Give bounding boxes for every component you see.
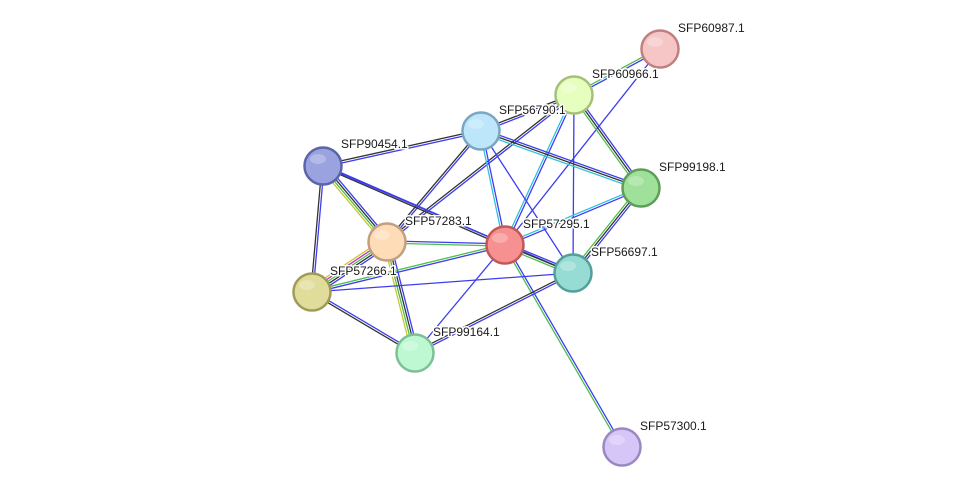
edge-n2-n7 (503, 93, 576, 247)
node-highlight (310, 154, 326, 164)
edge-n8-n10 (413, 271, 575, 355)
edge-evidence-line (311, 243, 506, 292)
edge-evidence-line (321, 166, 506, 247)
edge-evidence-line (504, 48, 661, 246)
node-circle[interactable] (292, 272, 332, 312)
edge-evidence-line (310, 292, 416, 355)
edge-n3-n6 (385, 129, 483, 244)
edge-n3-n4 (322, 129, 482, 168)
edge-n3-n5 (479, 128, 643, 191)
node-highlight (561, 83, 577, 93)
node-circle[interactable] (367, 222, 407, 262)
edge-n7-n11 (503, 243, 624, 449)
node-circle[interactable] (602, 427, 642, 467)
node-SFP60966.1[interactable] (554, 75, 594, 115)
edge-evidence-line (387, 131, 483, 244)
edge-n7-n10 (414, 244, 506, 354)
node-circle[interactable] (303, 146, 343, 186)
edge-n1-n7 (504, 48, 661, 246)
edge-evidence-line (505, 243, 624, 448)
edge-evidence-line (414, 273, 575, 355)
node-label: SFP90454.1 (341, 137, 408, 151)
node-SFP56790.1[interactable] (461, 111, 501, 151)
edge-evidence-line (311, 245, 506, 294)
edge-n3-n8 (480, 130, 574, 274)
node-label: SFP99198.1 (659, 160, 726, 174)
node-highlight (628, 176, 644, 186)
node-SFP57295.1[interactable] (485, 225, 525, 265)
node-SFP57266.1[interactable] (292, 272, 332, 312)
edge-evidence-line (479, 132, 641, 191)
node-SFP60987.1[interactable] (640, 29, 680, 69)
node-highlight (609, 435, 625, 445)
node-circle[interactable] (621, 168, 661, 208)
edge-evidence-line (385, 93, 574, 242)
edge-n4-n9 (310, 165, 325, 293)
node-highlight (402, 341, 418, 351)
labels-layer: SFP60987.1SFP60966.1SFP56790.1SFP90454.1… (329, 20, 747, 435)
node-circle[interactable] (553, 253, 593, 293)
node-label: SFP57295.1 (523, 217, 590, 231)
node-highlight (299, 280, 315, 290)
node-SFP99164.1[interactable] (395, 333, 435, 373)
edge-evidence-line (505, 94, 576, 247)
node-highlight (560, 261, 576, 271)
node-label: SFP99164.1 (433, 325, 500, 339)
node-circle[interactable] (554, 75, 594, 115)
edge-evidence-line (481, 128, 643, 187)
edge-n9-n10 (310, 290, 417, 355)
node-label: SFP57283.1 (405, 214, 472, 228)
node-highlight (647, 37, 663, 47)
edge-evidence-line (322, 129, 482, 166)
edge-evidence-line (414, 244, 506, 354)
node-label: SFP57300.1 (640, 419, 707, 433)
node-circle[interactable] (395, 333, 435, 373)
edge-evidence-line (503, 244, 622, 449)
edge-evidence-line (503, 186, 642, 245)
edge-n9-n8 (311, 272, 574, 293)
node-highlight (492, 233, 508, 243)
edge-evidence-line (503, 93, 574, 246)
edge-n2-n8 (572, 94, 575, 274)
node-highlight (468, 119, 484, 129)
edge-evidence-line (480, 130, 574, 274)
node-label: SFP60966.1 (592, 67, 659, 81)
edge-n2-n6 (385, 93, 576, 244)
edge-evidence-line (387, 95, 576, 244)
edge-evidence-line (312, 165, 325, 293)
node-SFP57300.1[interactable] (602, 427, 642, 467)
node-SFP57283.1[interactable] (367, 222, 407, 262)
node-label: SFP56790.1 (499, 103, 566, 117)
edge-evidence-line (480, 130, 642, 189)
node-SFP56697.1[interactable] (553, 253, 593, 293)
edge-evidence-line (504, 188, 643, 247)
node-label: SFP57266.1 (330, 264, 397, 278)
node-circle[interactable] (640, 29, 680, 69)
node-circle[interactable] (485, 225, 525, 265)
edge-n7-n9 (311, 243, 506, 294)
edge-evidence-line (310, 165, 323, 293)
edge-evidence-line (413, 271, 574, 353)
node-SFP90454.1[interactable] (303, 146, 343, 186)
edge-evidence-line (572, 94, 575, 274)
edge-evidence-line (322, 131, 482, 168)
node-label: SFP56697.1 (591, 245, 658, 259)
node-circle[interactable] (461, 111, 501, 151)
node-highlight (374, 230, 390, 240)
nodes-layer (292, 29, 680, 467)
edge-evidence-line (385, 129, 481, 242)
node-label: SFP60987.1 (678, 21, 745, 35)
edge-evidence-line (311, 272, 574, 293)
node-SFP99198.1[interactable] (621, 168, 661, 208)
edge-evidence-line (311, 290, 417, 353)
edge-n5-n7 (503, 186, 643, 247)
